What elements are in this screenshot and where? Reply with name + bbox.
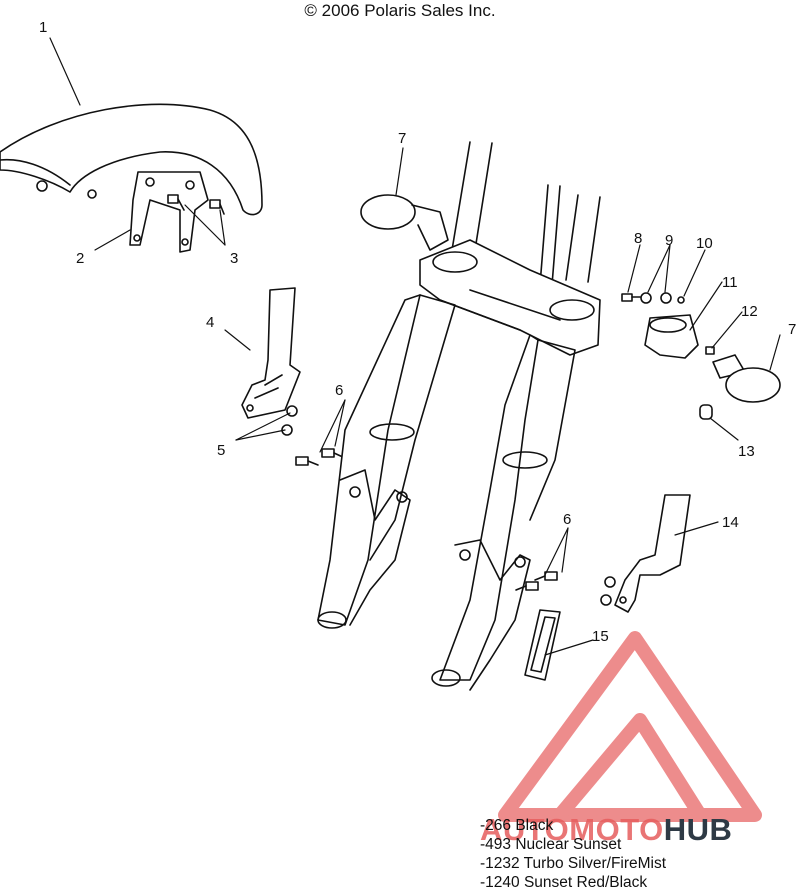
watermark-hub: HUB bbox=[663, 812, 733, 847]
fender-bracket bbox=[129, 171, 209, 253]
color-code-item: -1232 Turbo Silver/FireMist bbox=[480, 855, 667, 872]
callout-10: 10 bbox=[696, 235, 713, 252]
callout-6a: 6 bbox=[335, 382, 343, 399]
callout-3: 3 bbox=[230, 250, 238, 267]
callout-9: 9 bbox=[665, 232, 673, 249]
watermark-logo bbox=[498, 631, 762, 822]
callout-15: 15 bbox=[592, 628, 609, 645]
fork-assembly bbox=[317, 141, 601, 691]
caliper-bracket-left bbox=[241, 287, 301, 419]
signal-hardware bbox=[621, 292, 685, 304]
callout-7a: 7 bbox=[398, 130, 406, 147]
signal-screw bbox=[705, 346, 715, 355]
signal-clamp bbox=[644, 314, 699, 359]
watermark-auto: AUTO bbox=[480, 812, 570, 847]
callout-6b: 6 bbox=[563, 511, 571, 528]
fender-screws bbox=[167, 194, 225, 215]
callout-11: 11 bbox=[722, 274, 738, 291]
leader-lines bbox=[49, 37, 781, 656]
callout-5: 5 bbox=[217, 442, 225, 459]
watermark-moto: MOTO bbox=[569, 812, 664, 847]
color-code-list: -266 Black -493 Nuclear Sunset -1232 Tur… bbox=[480, 816, 800, 892]
signal-bulb bbox=[699, 404, 713, 420]
axle-bolts-left bbox=[295, 448, 346, 466]
color-code-item: -266 Black bbox=[480, 817, 554, 834]
bracket-nuts-right bbox=[600, 576, 616, 606]
reflector bbox=[524, 609, 561, 681]
callout-4: 4 bbox=[206, 314, 214, 331]
callout-labels: 1 2 3 4 5 6 6 7 7 8 9 10 11 12 13 14 15 bbox=[39, 19, 796, 645]
callout-13: 13 bbox=[738, 443, 755, 460]
color-code-item: -1240 Sunset Red/Black bbox=[480, 874, 648, 891]
turn-signal-left bbox=[360, 194, 449, 251]
callout-7b: 7 bbox=[788, 321, 796, 338]
watermark-text: AUTOMOTOHUB bbox=[480, 812, 732, 848]
caliper-bracket-right bbox=[614, 494, 691, 613]
front-fender bbox=[0, 103, 263, 216]
axle-bolts-right bbox=[515, 571, 558, 591]
callout-12: 12 bbox=[741, 303, 758, 320]
callout-14: 14 bbox=[722, 514, 739, 531]
callout-2: 2 bbox=[76, 250, 84, 267]
turn-signal-right bbox=[712, 354, 781, 403]
copyright-text: © 2006 Polaris Sales Inc. bbox=[304, 1, 496, 20]
callout-1: 1 bbox=[39, 19, 47, 36]
callout-8: 8 bbox=[634, 230, 642, 247]
color-code-item: -493 Nuclear Sunset bbox=[480, 836, 622, 853]
